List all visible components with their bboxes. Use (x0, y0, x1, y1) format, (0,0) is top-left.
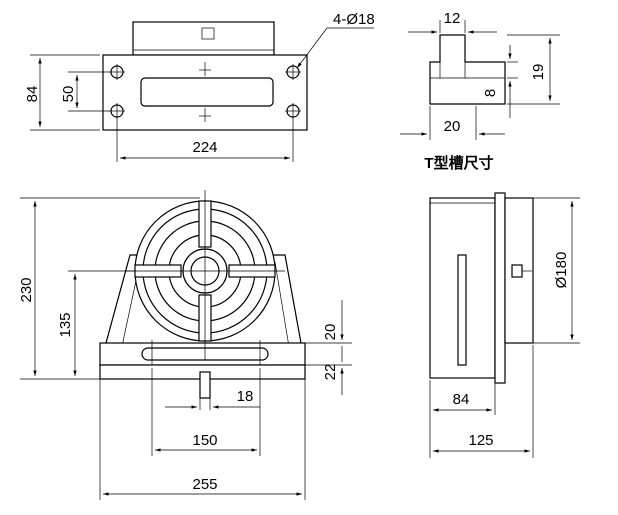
side-flange (494, 192, 506, 384)
dim-base-width: 224 (192, 139, 217, 156)
side-body (429, 197, 496, 379)
tslot-caption: T型槽尺寸 (424, 154, 493, 172)
dim-slot-top: 12 (444, 10, 461, 27)
front-base (99, 342, 306, 366)
dim-side-total: 125 (468, 432, 493, 449)
side-disc (504, 197, 534, 344)
dim-slot-depth: 19 (530, 64, 547, 81)
dim-slot-neck: 8 (482, 89, 499, 97)
dim-hole-spacing-h: 150 (192, 432, 217, 449)
front-key (199, 371, 211, 399)
dim-center-height: 135 (57, 312, 74, 337)
dim-slot-width: 20 (444, 118, 461, 135)
dim-key-width: 18 (237, 388, 254, 405)
dim-slot-offset: 22 (322, 364, 339, 381)
dim-base-height: 84 (24, 86, 41, 103)
dim-side-base: 84 (453, 391, 470, 408)
side-view (429, 192, 580, 458)
dim-diameter: Ø180 (553, 252, 570, 289)
dim-base-thick: 20 (322, 324, 339, 341)
top-key (201, 27, 215, 40)
side-slot (457, 254, 467, 366)
tslot-detail (400, 20, 560, 140)
dim-total-width: 255 (192, 476, 217, 493)
top-view (30, 21, 374, 162)
top-body (132, 21, 275, 56)
dim-hole-spacing-v: 50 (60, 86, 77, 103)
front-view (20, 190, 352, 500)
dim-holes: 4-Ø18 (333, 11, 375, 28)
top-slot (140, 77, 274, 107)
dim-total-height: 230 (18, 277, 35, 302)
